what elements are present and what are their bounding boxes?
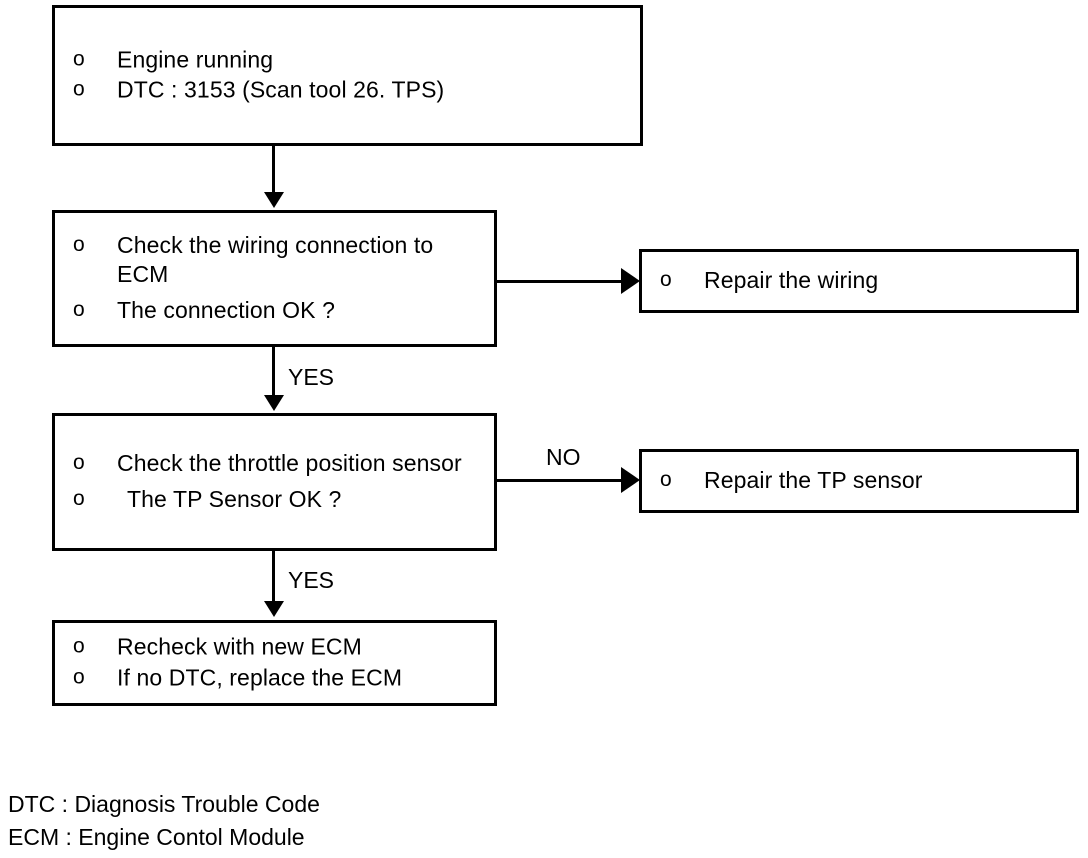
bullet-item: o Repair the wiring: [660, 266, 1066, 296]
node-check-wiring-body: o Check the wiring connection to ECM o T…: [55, 231, 494, 327]
bullet-label: The connection OK ?: [117, 297, 335, 324]
bullet-glyph: o: [73, 634, 85, 658]
bullet-glyph: o: [660, 268, 672, 292]
node-replace-ecm[interactable]: o Recheck with new ECM o If no DTC, repl…: [52, 620, 497, 706]
bullet-label: The TP Sensor OK ?: [127, 486, 342, 512]
bullet-label: Recheck with new ECM: [117, 633, 362, 660]
legend-line-dtc: DTC : Diagnosis Trouble Code: [8, 791, 320, 817]
bullet-glyph: o: [73, 47, 85, 71]
arrowhead-right: [621, 268, 640, 294]
bullet-glyph: o: [73, 298, 85, 322]
bullet-label-line-1: Check the wiring connection: [117, 231, 408, 258]
arrowhead-down: [264, 192, 284, 208]
node-repair-tp-sensor[interactable]: o Repair the TP sensor: [639, 449, 1079, 513]
node-check-tps[interactable]: o Check the throttle position sensor o T…: [52, 413, 497, 551]
bullet-item: o Check the wiring connection to ECM: [73, 231, 484, 291]
bullet-glyph: o: [73, 451, 85, 475]
node-repair-tp-sensor-body: o Repair the TP sensor: [642, 466, 1076, 496]
legend: DTC : Diagnosis Trouble Code ECM : Engin…: [8, 788, 320, 855]
arrowhead-down: [264, 601, 284, 617]
bullet-item: o The TP Sensor OK ?: [73, 485, 484, 515]
edge-label-tps-to-ecm: YES: [288, 567, 335, 593]
bullet-item: o Repair the TP sensor: [660, 466, 1066, 496]
bullet-label: Repair the TP sensor: [704, 467, 923, 494]
bullet-glyph: o: [73, 78, 85, 101]
edge-label-wiring-to-tps: YES: [288, 364, 335, 390]
node-start-conditions[interactable]: o Engine running o DTC : 3153 (Scan tool…: [52, 5, 643, 146]
bullet-label: DTC : 3153 (Scan tool 26. TPS): [117, 77, 445, 103]
bullet-label: Check the throttle position sensor: [117, 449, 484, 479]
bullet-label-line-2: to ECM: [117, 231, 434, 288]
node-check-wiring[interactable]: o Check the wiring connection to ECM o T…: [52, 210, 497, 347]
bullet-label-line-2: sensor: [392, 450, 462, 477]
arrowhead-down: [264, 395, 284, 411]
connector-wiring-to-tps: [272, 347, 275, 399]
bullet-item: o Recheck with new ECM: [73, 633, 484, 663]
bullet-label: Check the wiring connection to ECM: [117, 231, 484, 291]
bullet-item: o Check the throttle position sensor: [73, 449, 484, 479]
connector-tps-to-repair: [497, 479, 625, 482]
bullet-glyph: o: [73, 487, 85, 510]
bullet-glyph: o: [73, 665, 85, 689]
bullet-label: If no DTC, replace the ECM: [117, 664, 403, 691]
node-repair-wiring-body: o Repair the wiring: [642, 266, 1076, 296]
node-check-tps-body: o Check the throttle position sensor o T…: [55, 449, 494, 515]
node-replace-ecm-body: o Recheck with new ECM o If no DTC, repl…: [55, 633, 494, 694]
bullet-item: o If no DTC, replace the ECM: [73, 664, 484, 694]
bullet-label: Repair the wiring: [704, 267, 879, 294]
edge-label-tps-to-repair: NO: [546, 444, 581, 470]
node-repair-wiring[interactable]: o Repair the wiring: [639, 249, 1079, 313]
bullet-glyph: o: [660, 468, 672, 492]
connector-wiring-to-repair: [497, 280, 625, 283]
arrowhead-right: [621, 467, 640, 493]
bullet-item: o The connection OK ?: [73, 296, 484, 326]
connector-start-to-wiring: [272, 146, 275, 196]
bullet-label: Engine running: [117, 46, 274, 73]
bullet-glyph: o: [73, 232, 85, 256]
legend-line-ecm: ECM : Engine Contol Module: [8, 824, 305, 851]
bullet-item: o DTC : 3153 (Scan tool 26. TPS): [73, 76, 630, 106]
node-start-conditions-body: o Engine running o DTC : 3153 (Scan tool…: [55, 45, 640, 106]
connector-tps-to-ecm: [272, 551, 275, 605]
bullet-label-line-1: Check the throttle position: [117, 450, 386, 477]
bullet-item: o Engine running: [73, 45, 630, 75]
